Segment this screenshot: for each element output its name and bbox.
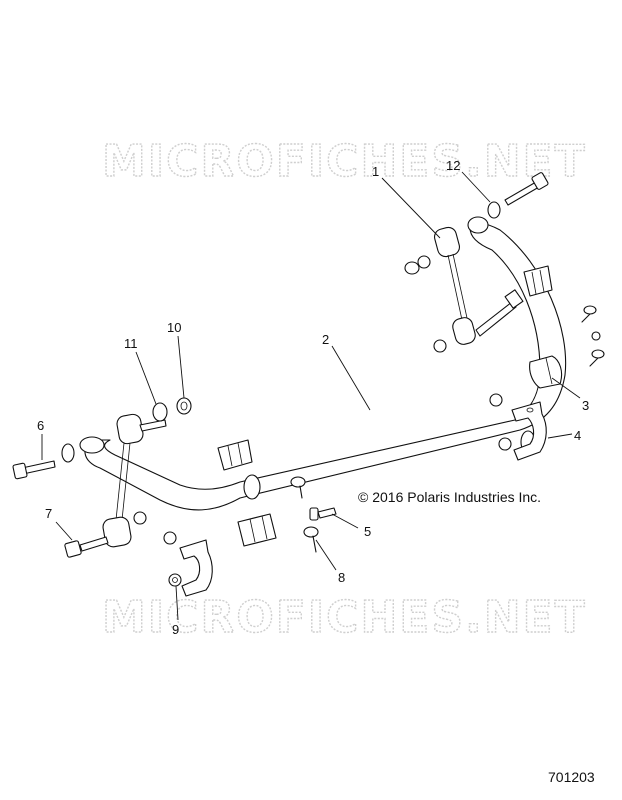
bushing-3	[529, 355, 563, 389]
stabilizer-bar	[79, 216, 567, 511]
leader-10	[177, 335, 185, 399]
link-nut-upper	[404, 255, 431, 275]
clamp-left	[179, 539, 213, 597]
link-nut-lower	[433, 339, 447, 353]
nut-left-lower	[133, 511, 147, 525]
bushing-left-upper	[217, 439, 253, 471]
bolt-6	[12, 443, 75, 480]
document-number: 701203	[548, 769, 595, 785]
callout-6: 6	[37, 418, 44, 433]
nut-right-4a	[489, 393, 503, 407]
leader-9	[175, 585, 179, 621]
bar-end-left	[79, 436, 105, 454]
callout-2: 2	[322, 332, 329, 347]
bolt-12	[487, 172, 549, 219]
leader-11	[135, 351, 157, 405]
leader-7	[55, 521, 73, 541]
bar-end-right	[467, 216, 489, 234]
leader-1	[381, 177, 441, 239]
bushing-left-lower	[237, 513, 277, 547]
leader-8	[315, 539, 337, 571]
callout-3: 3	[582, 398, 589, 413]
bushing-right-upper	[523, 265, 553, 297]
end-link-left	[102, 413, 167, 548]
bolt-center-upper	[290, 476, 306, 499]
callout-8: 8	[338, 570, 345, 585]
fastener-right-2	[591, 331, 601, 341]
callout-9: 9	[172, 622, 179, 637]
clamp-4	[511, 401, 547, 461]
leader-3	[551, 377, 581, 399]
leader-12	[461, 171, 491, 203]
watermark-bottom: MICROFICHES.NET	[102, 592, 587, 643]
callout-11: 11	[124, 336, 138, 351]
fastener-5	[309, 507, 337, 521]
end-link-right	[433, 226, 524, 345]
bolt-8	[303, 526, 319, 553]
nut-center	[163, 531, 177, 545]
washer-11	[152, 402, 168, 422]
callout-5: 5	[364, 524, 371, 539]
leader-4	[547, 433, 573, 439]
nut-9	[168, 573, 182, 587]
callout-10: 10	[167, 320, 181, 335]
nut-10	[176, 397, 192, 415]
watermark-top: MICROFICHES.NET	[102, 136, 587, 187]
fastener-right-1	[581, 305, 597, 323]
copyright-notice: © 2016 Polaris Industries Inc.	[358, 489, 541, 505]
callout-4: 4	[574, 428, 581, 443]
leader-2	[331, 345, 371, 411]
callout-12: 12	[446, 158, 460, 173]
callout-1: 1	[372, 164, 379, 179]
nut-right-4b	[498, 437, 512, 451]
bolt-7	[64, 536, 109, 558]
fastener-right-3	[589, 349, 605, 367]
leader-5	[331, 513, 359, 529]
callout-7: 7	[45, 506, 52, 521]
